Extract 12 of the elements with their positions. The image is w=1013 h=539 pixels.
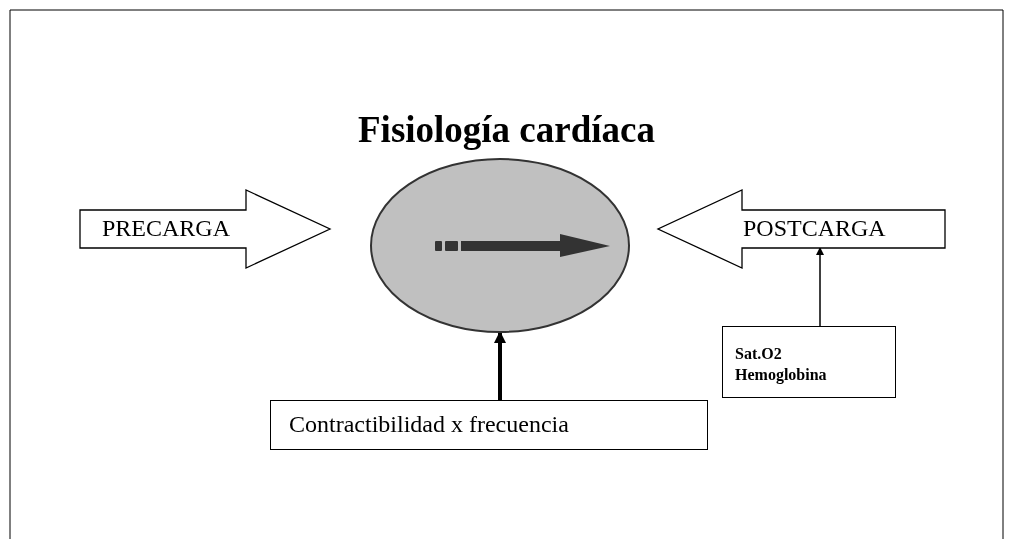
node-label: Contractibilidad x frecuencia: [289, 410, 570, 439]
block-arrow: [80, 190, 330, 268]
node-label: Sat.O2: [735, 344, 783, 364]
arrow: [494, 331, 506, 400]
text-box: [270, 400, 708, 450]
text-box: [722, 326, 896, 398]
block-arrow: [658, 190, 945, 268]
node-label: PRECARGA: [102, 214, 231, 243]
node-label: Hemoglobina: [735, 365, 828, 385]
ellipse-shape: [370, 158, 630, 333]
node-label: POSTCARGA: [743, 214, 886, 243]
diagram-title: Fisiología cardíaca: [357, 108, 656, 152]
